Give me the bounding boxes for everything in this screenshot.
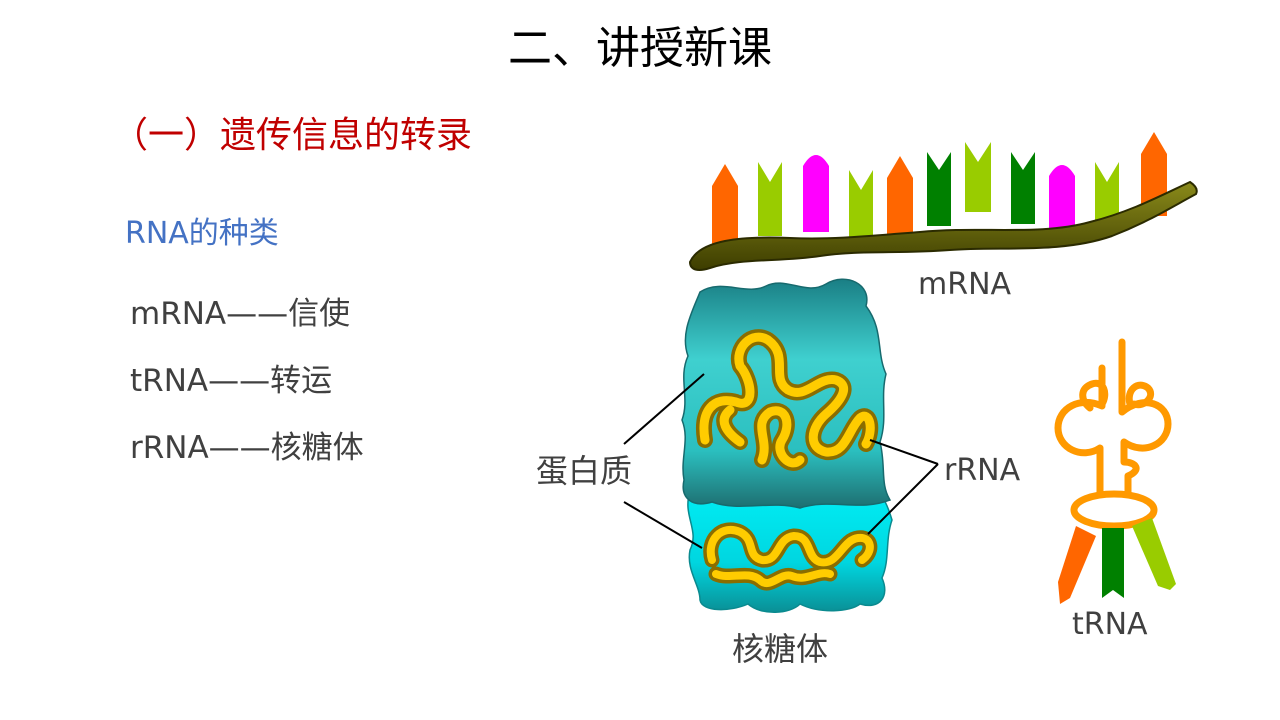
section-heading: （一）遗传信息的转录 — [112, 115, 473, 156]
mrna-base-magenta — [803, 155, 829, 232]
mrna-strand — [688, 132, 1198, 271]
trna-anticodon-lime — [1132, 518, 1176, 590]
mrna-backbone — [688, 180, 1198, 271]
trna-d-arm — [1079, 379, 1109, 412]
mrna-bases — [712, 132, 1167, 248]
trna-stem-right — [1118, 338, 1172, 498]
trna-t-arm — [1125, 381, 1155, 409]
rrna-label: rRNA — [944, 453, 1021, 488]
slide-title: 二、讲授新课 — [508, 23, 772, 74]
mrna-base-lime — [758, 162, 782, 236]
rna-types-list: mRNA——信使 tRNA——转运 rRNA——核糖体 — [130, 290, 364, 491]
trna-anticodon-loop — [1070, 490, 1158, 530]
rna-type-rrna: rRNA——核糖体 — [130, 430, 364, 466]
rrna-pointer-bottom — [867, 463, 939, 535]
trna-anticodon-green — [1102, 528, 1124, 598]
mrna-base-lime — [965, 142, 991, 212]
rrna-pointer-top — [869, 439, 939, 465]
rrna-strand-small-fill — [706, 526, 874, 587]
ribosome-label: 核糖体 — [732, 630, 828, 668]
trna-label: tRNA — [1072, 607, 1148, 642]
mrna-base-green — [927, 152, 951, 226]
trna-anticodon-orange — [1058, 526, 1096, 604]
rna-type-trna: tRNA——转运 — [130, 363, 333, 399]
trna-molecule — [1054, 338, 1176, 604]
trna-stem-left — [1054, 364, 1106, 498]
mrna-base-lime — [849, 170, 873, 242]
protein-pointer-bottom — [623, 501, 703, 549]
pointer-lines — [623, 373, 939, 549]
mrna-label: mRNA — [918, 267, 1012, 302]
mrna-base-green — [1011, 152, 1035, 224]
rna-types-heading: RNA的种类 — [125, 216, 279, 251]
mrna-base-orange — [712, 164, 738, 248]
mrna-base-magenta — [1049, 165, 1075, 240]
rrna-strand-large-fill — [699, 332, 875, 468]
protein-label: 蛋白质 — [536, 452, 632, 490]
protein-pointer-top — [623, 373, 705, 445]
rna-type-mrna: mRNA——信使 — [130, 296, 351, 332]
mrna-base-orange — [887, 156, 913, 240]
ribosome — [681, 278, 893, 613]
